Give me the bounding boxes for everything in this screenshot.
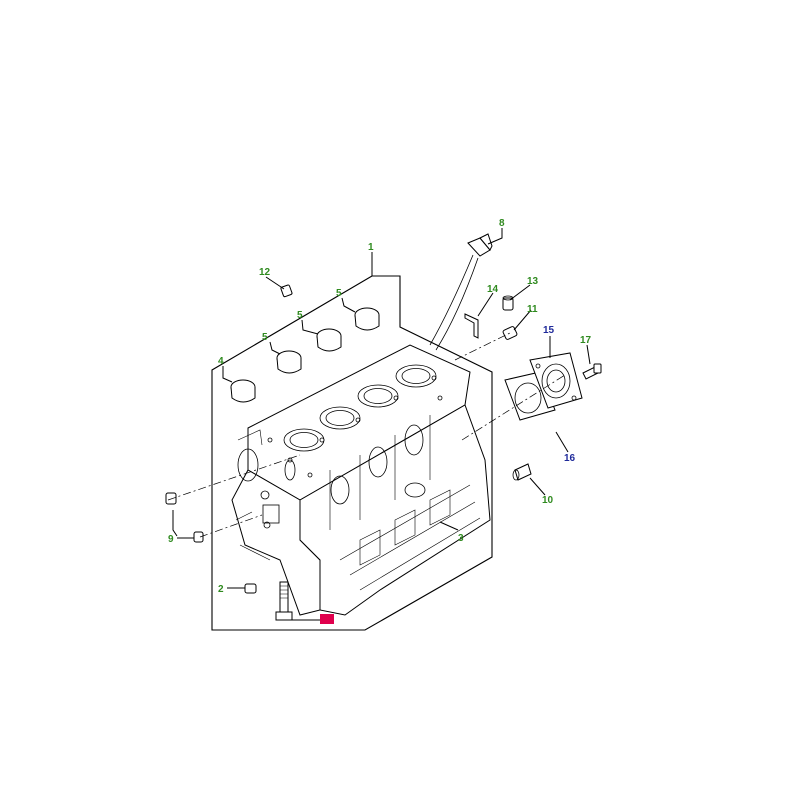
bearing-shell-4 [230, 379, 256, 403]
centerline-lower [199, 514, 263, 538]
assembly-frame [211, 275, 493, 631]
callout-5c[interactable]: 5 [336, 288, 342, 299]
part-2-dowel [244, 583, 257, 594]
callout-12[interactable]: 12 [259, 267, 271, 278]
part-9-plug-upper [165, 492, 177, 505]
callout-1[interactable]: 1 [368, 242, 374, 253]
part-10-dowel [512, 463, 532, 481]
leader-lines [172, 228, 591, 621]
callout-11[interactable]: 11 [527, 304, 538, 315]
callout-16[interactable]: 16 [564, 453, 576, 464]
callout-3[interactable]: 3 [458, 533, 464, 544]
bearing-shell-5a [276, 350, 302, 374]
engine-block [231, 344, 491, 616]
callout-13[interactable]: 13 [527, 276, 539, 287]
centerline-oil [454, 332, 511, 361]
part-13-dowel [502, 295, 514, 311]
callout-4[interactable]: 4 [218, 356, 224, 367]
part-12-plug [280, 284, 293, 298]
part-17-bolt [582, 363, 602, 380]
callout-8[interactable]: 8 [499, 218, 505, 229]
main-bearing-bolt [275, 581, 293, 621]
bearing-shell-5b [316, 328, 342, 352]
callout-2[interactable]: 2 [218, 584, 224, 595]
callout-14[interactable]: 14 [487, 284, 499, 295]
callout-17[interactable]: 17 [580, 335, 592, 346]
highlight-red-box[interactable] [320, 614, 334, 624]
centerline-rear [461, 374, 566, 441]
centerline-crank [167, 454, 301, 501]
part-9-plug-lower [193, 531, 204, 543]
callout-5a[interactable]: 5 [262, 332, 268, 343]
part-14-pin [464, 313, 479, 339]
dipstick-tube [429, 254, 479, 351]
callout-9[interactable]: 9 [168, 534, 174, 545]
part-15-seal-housing [529, 352, 583, 409]
part-8-sensor [467, 233, 493, 257]
bearing-shell-5c [354, 307, 380, 331]
callout-15[interactable]: 15 [543, 325, 555, 336]
callout-10[interactable]: 10 [542, 495, 554, 506]
callout-5b[interactable]: 5 [297, 310, 303, 321]
